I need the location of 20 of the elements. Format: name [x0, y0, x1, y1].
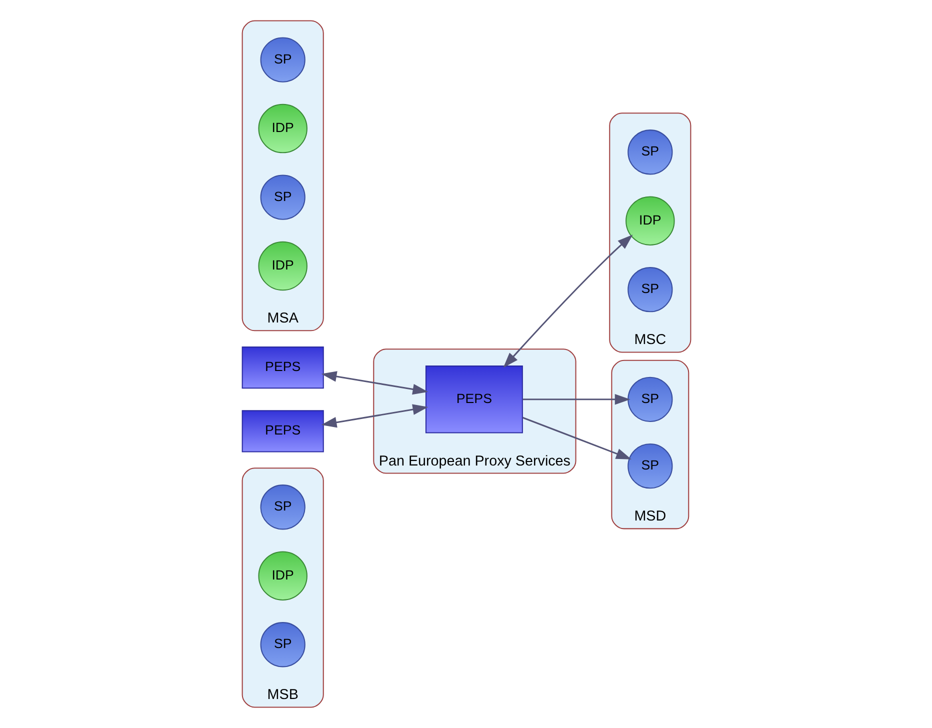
node-circle: IDP — [258, 241, 307, 291]
node-circle: SP — [260, 174, 305, 220]
node-circle: IDP — [625, 196, 674, 246]
node-circle: SP — [260, 484, 305, 530]
node-circle: SP — [627, 130, 672, 175]
node-circle: IDP — [258, 551, 307, 600]
arrow — [320, 404, 428, 428]
node-circle: SP — [260, 37, 305, 82]
node-circle: IDP — [258, 104, 307, 154]
node-circle: SP — [627, 267, 672, 312]
arrow — [522, 394, 630, 405]
node-circle: SP — [627, 444, 672, 489]
arrow — [320, 371, 428, 395]
node-circle: SP — [260, 622, 305, 668]
arrow — [522, 416, 631, 460]
node-box: PEPS — [241, 346, 324, 389]
arrow — [502, 234, 632, 368]
node-box: PEPS — [241, 410, 324, 452]
node-circle: SP — [627, 376, 672, 422]
node-box: PEPS — [424, 366, 522, 434]
